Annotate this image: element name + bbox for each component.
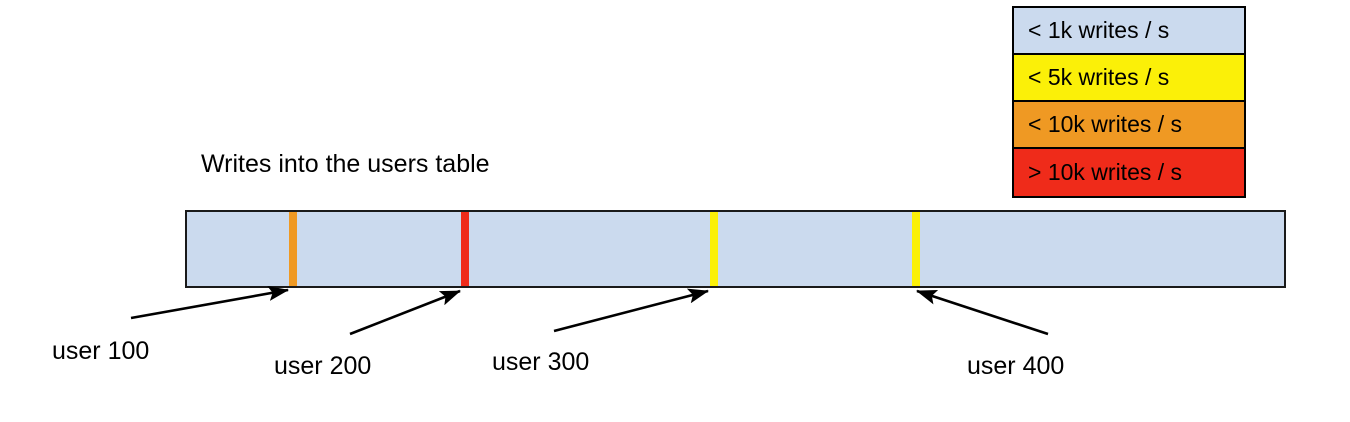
label-user-200: user 200	[274, 352, 372, 380]
legend-label-under-1k: < 1k writes / s	[1028, 17, 1170, 43]
label-user-300: user 300	[492, 348, 590, 376]
legend-label-over-10k: > 10k writes / s	[1028, 159, 1183, 185]
legend-label-under-5k: < 5k writes / s	[1028, 64, 1170, 90]
legend-row-under-1k: < 1k writes / s	[1014, 8, 1244, 55]
arrow-user-200	[349, 289, 461, 336]
users-table-range-bar	[185, 210, 1286, 288]
marker-divider-user-400	[912, 212, 920, 286]
label-user-400: user 400	[967, 352, 1065, 380]
marker-divider-user-100	[289, 212, 297, 286]
label-user-100: user 100	[52, 337, 150, 365]
legend-label-under-10k: < 10k writes / s	[1028, 111, 1183, 137]
marker-divider-user-300	[710, 212, 718, 286]
legend-row-under-5k: < 5k writes / s	[1014, 55, 1244, 102]
arrow-user-100	[130, 286, 290, 320]
arrow-user-400	[916, 289, 1049, 336]
legend: < 1k writes / s < 5k writes / s < 10k wr…	[1012, 6, 1246, 198]
chart-title: Writes into the users table	[201, 150, 490, 178]
arrow-user-300	[553, 288, 710, 333]
marker-divider-user-200	[461, 212, 469, 286]
legend-row-under-10k: < 10k writes / s	[1014, 102, 1244, 149]
legend-row-over-10k: > 10k writes / s	[1014, 149, 1244, 196]
